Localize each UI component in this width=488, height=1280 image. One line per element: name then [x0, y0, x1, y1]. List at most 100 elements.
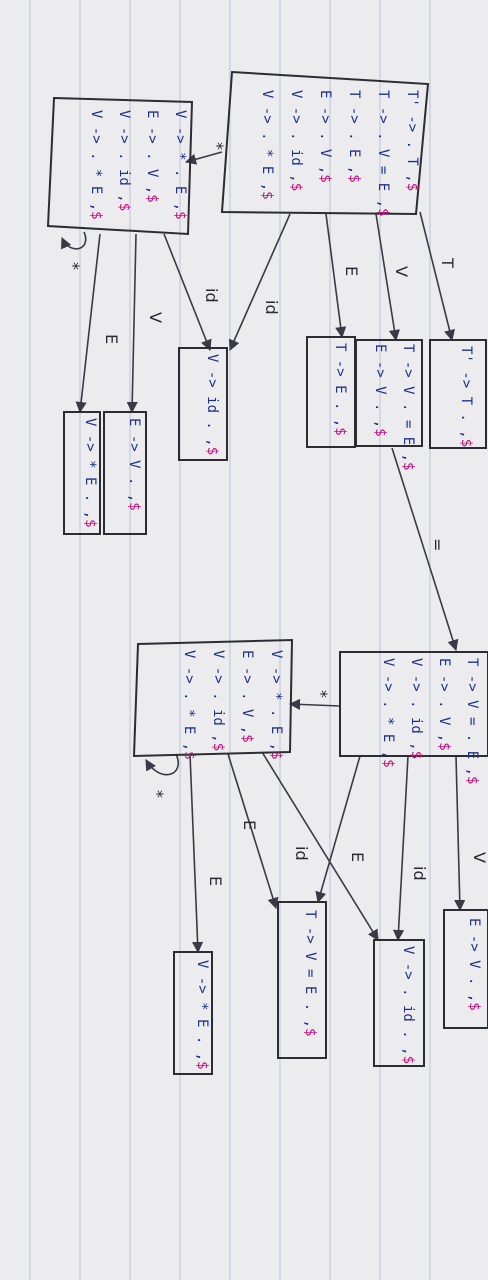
edge-label-s9-s13: E	[206, 876, 225, 886]
edge-s8-s11	[392, 755, 409, 942]
edge-s9-s12	[227, 753, 279, 910]
item-lookahead: $	[380, 759, 396, 767]
item-lookahead: $	[400, 1056, 416, 1064]
item-production: V -> . id . ,	[400, 946, 416, 1056]
item-lookahead: $	[400, 462, 416, 470]
item-production: T' -> . T ,	[404, 90, 420, 183]
edge-label-s8-s11: id	[410, 866, 429, 881]
edge-s5-loop	[60, 231, 87, 250]
edge-label-s8-s12: E	[348, 852, 367, 862]
item-production: V -> . id ,	[408, 658, 424, 751]
state-s0-item-4: V -> . id ,$	[288, 90, 304, 191]
edge-s0-s4	[228, 213, 291, 352]
state-s6-box	[103, 411, 147, 535]
item-production: E -> V . ,	[466, 918, 482, 1002]
state-items: T' -> . T ,$T -> . V = E ,$T -> . E ,$E …	[82, 90, 482, 1070]
edge-label-s9-loop: *	[148, 790, 167, 798]
item-lookahead: $	[332, 427, 348, 435]
item-production: V -> . * E ,	[181, 650, 197, 751]
item-production: T -> . E ,	[346, 90, 362, 174]
edge-s9-loop	[145, 753, 179, 776]
state-s2-item-1: E -> V . ,$	[372, 344, 388, 437]
item-lookahead: $	[194, 1061, 210, 1069]
edge-label-s5-s4: id	[202, 288, 221, 303]
state-s8-item-2: V -> . id ,$	[408, 658, 424, 759]
state-s2-item-0: T -> V . = E ,$	[400, 344, 416, 470]
item-lookahead: $	[302, 1028, 318, 1036]
state-s9-box	[132, 638, 294, 758]
edge-label-s9-s12: E	[240, 820, 259, 830]
state-s5-item-3: V -> . * E ,$	[88, 110, 104, 220]
item-lookahead: $	[116, 203, 132, 211]
item-lookahead: $	[126, 502, 142, 510]
item-lookahead: $	[346, 174, 362, 182]
state-s8-item-1: E -> . V ,$	[436, 658, 452, 751]
item-production: V -> . * E ,	[380, 658, 396, 759]
item-lookahead: $	[172, 211, 188, 219]
edge-label-s0-s4: id	[262, 300, 281, 315]
item-lookahead: $	[372, 428, 388, 436]
state-s1-box	[429, 339, 487, 449]
item-lookahead: $	[436, 742, 452, 750]
item-production: E -> V . ,	[126, 418, 142, 502]
item-production: T -> V . = E ,	[400, 344, 416, 462]
edge-s9-s13	[189, 753, 204, 954]
state-s13-box	[173, 951, 213, 1075]
state-s10-item-0: E -> V . ,$	[466, 918, 482, 1011]
edge-s5-s6	[126, 233, 138, 414]
state-s5-box	[46, 96, 194, 236]
state-s0-item-0: T' -> . T ,$	[404, 90, 420, 191]
item-production: V -> * E . ,	[82, 418, 98, 519]
edge-label-s0-s1: T	[438, 257, 457, 268]
edge-label-s5-s6: V	[146, 312, 165, 323]
item-lookahead: $	[210, 743, 226, 751]
item-production: V -> . id ,	[210, 650, 226, 743]
state-s4-box	[178, 347, 228, 461]
state-s3-item-0: T -> E . ,$	[332, 343, 348, 436]
edge-s0-s2	[375, 213, 400, 342]
item-lookahead: $	[404, 183, 420, 191]
edge-s0-s3	[325, 213, 347, 339]
edge-label-s8-s9: *	[312, 690, 331, 698]
item-production: V -> * . E ,	[172, 110, 188, 211]
edge-s2-s8	[391, 447, 459, 652]
state-s8-item-0: T -> V = . E ,$	[464, 658, 480, 784]
state-s13-item-0: V -> * E . ,$	[194, 960, 210, 1070]
edge-s8-s9	[288, 698, 341, 710]
edge-label-s5-loop: *	[64, 262, 83, 270]
edge-label-s9-s11: id	[292, 846, 311, 861]
item-lookahead: $	[144, 194, 160, 202]
state-boxes	[46, 70, 488, 1075]
edge-s5-s4	[163, 233, 212, 352]
item-lookahead: $	[204, 447, 220, 455]
item-production: T -> E . ,	[332, 343, 348, 427]
item-production: T -> V = . E ,	[464, 658, 480, 776]
state-s0-item-2: T -> . E ,$	[346, 90, 362, 183]
state-s7-box	[63, 411, 101, 535]
edge-label-s8-s10: V	[470, 852, 488, 863]
state-s0-box	[220, 70, 430, 216]
edge-s8-s10	[454, 755, 466, 912]
state-s5-item-1: E -> . V ,$	[144, 110, 160, 203]
item-lookahead: $	[408, 751, 424, 759]
item-production: V -> id . ,	[204, 354, 220, 447]
edge-s9-s11	[261, 751, 379, 941]
edge-label-s0-s5: *	[208, 142, 227, 150]
state-s9-item-3: V -> . * E ,$	[181, 650, 197, 760]
item-lookahead: $	[181, 751, 197, 759]
state-s7-item-0: V -> * E . ,$	[82, 418, 98, 528]
state-s4-item-0: V -> id . ,$	[204, 354, 220, 455]
state-s11-item-0: V -> . id . ,$	[400, 946, 416, 1064]
item-lookahead: $	[458, 439, 474, 447]
edge-label-s0-s2: V	[392, 266, 411, 277]
state-s6-item-0: E -> V . ,$	[126, 418, 142, 511]
item-production: V -> * . E ,	[268, 650, 284, 751]
item-production: E -> . V ,	[317, 90, 333, 174]
item-production: V -> . id ,	[288, 90, 304, 183]
item-production: V -> * E . ,	[194, 960, 210, 1061]
item-lookahead: $	[259, 191, 275, 199]
state-s9-item-0: V -> * . E ,$	[268, 650, 284, 760]
item-production: T' -> T . ,	[458, 346, 474, 439]
item-production: T -> . V = E ,	[375, 90, 391, 208]
state-s0-item-5: V -> . * E ,$	[259, 90, 275, 200]
